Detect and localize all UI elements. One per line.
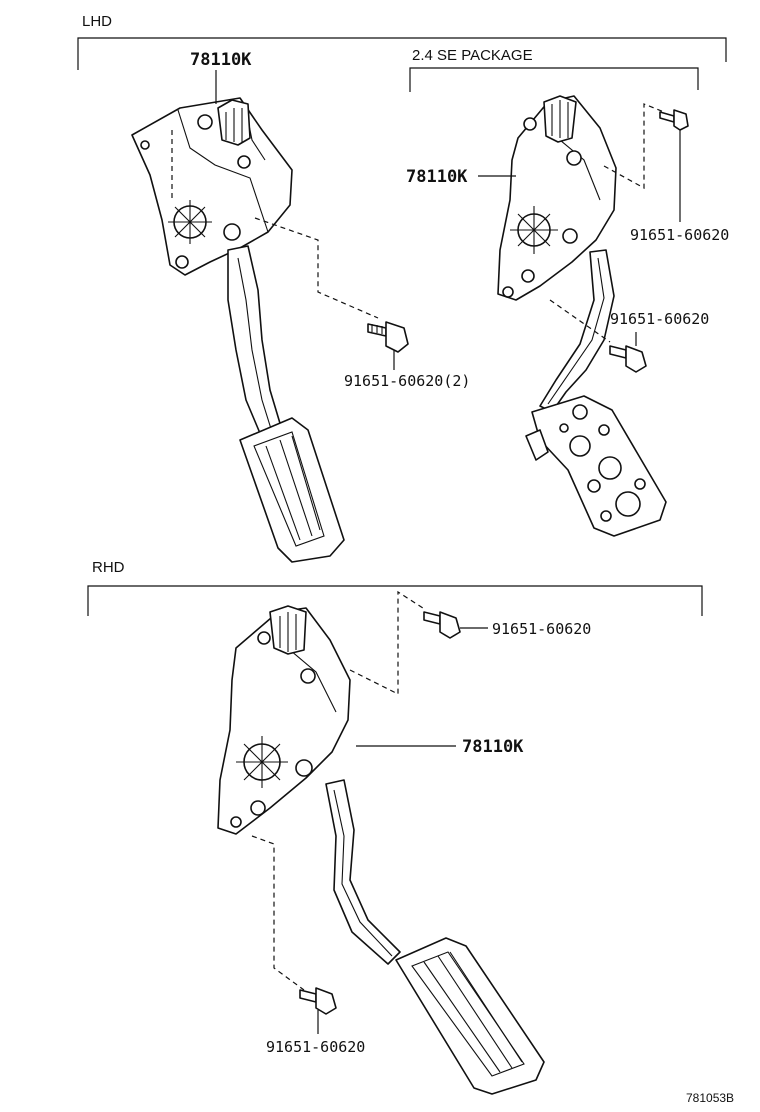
lhd-pedal-assembly[interactable]	[131, 97, 345, 563]
section-label-rhd: RHD	[92, 559, 125, 576]
package-top-bolt-leader	[603, 103, 665, 190]
rhd-top-bolt-callout: 91651-60620	[492, 620, 591, 638]
package-top-bolt-callout: 91651-60620	[630, 226, 729, 244]
rhd-top-bolt-icon[interactable]	[423, 611, 461, 639]
lhd-bolt-icon[interactable]	[367, 321, 409, 353]
package-bottom-bolt-callout: 91651-60620	[610, 310, 709, 328]
package-bottom-bolt-leader	[549, 299, 611, 343]
rhd-pedal-callout: 78110K	[462, 737, 524, 757]
rhd-bottom-bolt-icon[interactable]	[299, 987, 337, 1015]
package-top-bolt-icon[interactable]	[659, 109, 689, 131]
lhd-bolt-leader	[171, 130, 379, 319]
lhd-bracket	[77, 37, 727, 70]
rhd-top-bolt-leader	[349, 590, 427, 695]
package-bottom-bolt-icon[interactable]	[609, 345, 647, 373]
section-label-lhd: LHD	[82, 13, 112, 30]
rhd-bottom-bolt-callout: 91651-60620	[266, 1038, 365, 1056]
lhd-pedal-callout: 78110K	[190, 50, 252, 70]
package-pedal-callout: 78110K	[406, 167, 468, 187]
section-label-lhd-package: 2.4 SE PACKAGE	[412, 47, 533, 64]
lhd-bolt-callout: 91651-60620(2)	[344, 372, 470, 390]
rhd-bottom-bolt-leader	[251, 835, 305, 991]
rhd-bracket	[87, 585, 703, 616]
rhd-pedal-assembly[interactable]	[217, 605, 545, 1095]
package-bracket	[409, 67, 699, 92]
diagram-code: 781053B	[686, 1091, 734, 1105]
package-pedal-assembly[interactable]	[497, 95, 667, 537]
